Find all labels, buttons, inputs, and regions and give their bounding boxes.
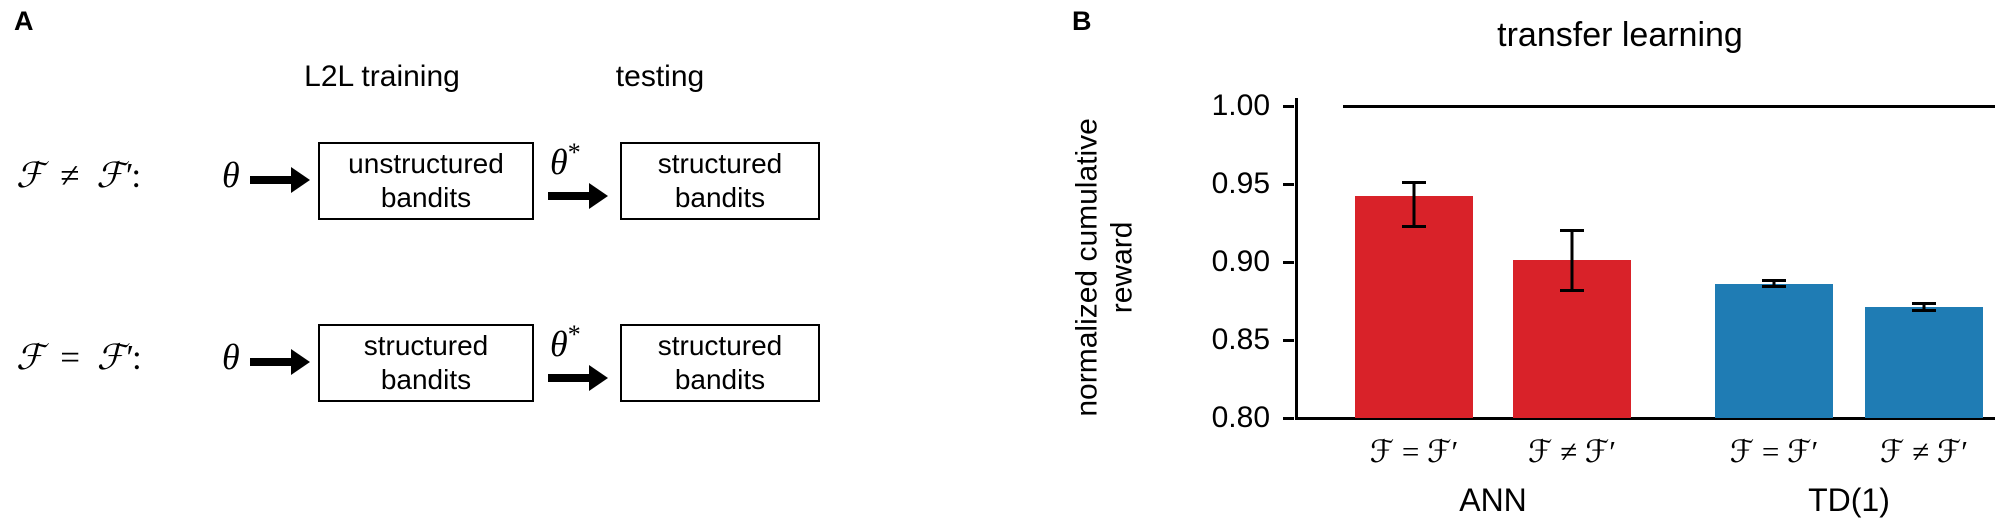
training-box-row1: unstructured bandits [318, 142, 534, 220]
y-tick-label: 0.90 [1211, 244, 1270, 278]
y-tick-mark [1283, 417, 1294, 420]
testing-box-line1-row1: structured [657, 147, 783, 179]
bar-3 [1715, 283, 1833, 418]
training-box-line1-row2: structured [363, 329, 489, 361]
panel-letter-a: A [14, 6, 34, 36]
error-bar-line [1922, 302, 1926, 312]
condition-symbol-f2: ℱ′ [96, 156, 132, 195]
y-tick-label: 0.85 [1211, 322, 1270, 356]
bar-1 [1355, 196, 1473, 418]
y-tick-label: 0.80 [1211, 401, 1270, 434]
bar-4 [1865, 307, 1983, 418]
testing-box-row1: structured bandits [620, 142, 820, 220]
condition-colon-row2: : [131, 338, 142, 377]
error-bar-cap-top [1762, 279, 1786, 283]
condition-symbol-f1-row2: ℱ [16, 338, 44, 377]
x-tick-label-1: ℱ = ℱ′ [1369, 434, 1459, 469]
y-axis-line [1295, 98, 1298, 420]
x-tick-label-3: ℱ = ℱ′ [1729, 434, 1819, 469]
theta-input-row2: θ [222, 337, 240, 377]
chart-title: transfer learning [1497, 16, 1743, 54]
training-box-line2-row2: bandits [380, 364, 472, 395]
error-bar-line [1570, 229, 1574, 292]
group-label-ann: ANN [1459, 482, 1527, 518]
y-tick-mark [1283, 338, 1294, 342]
group-label-td-1-: TD(1) [1808, 482, 1890, 518]
training-box-text-row2: structured bandits [364, 329, 489, 397]
y-axis-label-line2: reward [1106, 221, 1139, 314]
error-bar-cap-top [1402, 180, 1426, 184]
theta-star-row1: θ* [550, 138, 581, 182]
column-header-training: L2L training [304, 60, 460, 93]
x-tick-label-2: ℱ ≠ ℱ′ [1527, 434, 1617, 469]
y-tick-mark [1283, 182, 1294, 186]
column-header-testing: testing [615, 60, 705, 93]
error-bar-3 [1762, 279, 1786, 289]
x-tick-label-4: ℱ ≠ ℱ′ [1879, 434, 1969, 469]
testing-box-line1-row2: structured [657, 329, 783, 361]
error-bar-cap-bottom [1402, 224, 1426, 228]
y-tick-mark [1283, 104, 1294, 108]
condition-label-row1: ℱ ≠ ℱ′: [16, 158, 141, 193]
error-bar-cap-bottom [1762, 285, 1786, 289]
training-box-row2: structured bandits [318, 324, 534, 402]
y-tick-label: 1.00 [1211, 88, 1270, 122]
training-box-text-row1: unstructured bandits [348, 147, 504, 215]
error-bar-cap-bottom [1912, 308, 1936, 312]
y-axis-label: normalized cumulative reward [1070, 97, 1141, 437]
error-bar-4 [1912, 302, 1936, 312]
error-bar-1 [1402, 180, 1426, 228]
condition-relation-row1: ≠ [60, 156, 80, 195]
training-box-line1-row1: unstructured [348, 147, 504, 179]
testing-box-line2-row1: bandits [674, 182, 766, 213]
testing-box-text-row1: structured bandits [658, 147, 783, 215]
theta-input-row1: θ [222, 155, 240, 195]
reference-line [1343, 104, 1995, 108]
y-tick-label: 0.95 [1211, 166, 1270, 200]
panel-letter-b: B [1072, 6, 1092, 36]
chart-plot-container: 0.80 0.85 0.90 0.95 1.00 ℱ = ℱ′ ℱ ≠ ℱ′ ℱ = ℱ′ ℱ … [1212, 90, 1995, 516]
error-bar-2 [1560, 229, 1584, 292]
condition-label-row2: ℱ = ℱ′: [16, 340, 142, 375]
condition-relation-row2: = [60, 338, 81, 377]
condition-symbol-f1: ℱ [16, 156, 44, 195]
testing-box-row2: structured bandits [620, 324, 820, 402]
training-box-line2-row1: bandits [380, 182, 472, 213]
error-bar-line [1412, 180, 1416, 228]
x-axis-line [1295, 417, 1995, 420]
error-bar-cap-bottom [1560, 288, 1584, 292]
plot-area [1295, 98, 1995, 418]
error-bar-line [1772, 279, 1776, 289]
testing-box-text-row2: structured bandits [658, 329, 783, 397]
condition-colon-row1: : [131, 156, 142, 195]
y-axis-label-line1: normalized cumulative [1070, 118, 1104, 417]
y-tick-mark [1283, 260, 1294, 264]
error-bar-cap-top [1912, 302, 1936, 306]
theta-star-row2: θ* [550, 320, 581, 364]
testing-box-line2-row2: bandits [674, 364, 766, 395]
condition-symbol-f2-row2: ℱ′ [96, 338, 132, 377]
error-bar-cap-top [1560, 229, 1584, 233]
